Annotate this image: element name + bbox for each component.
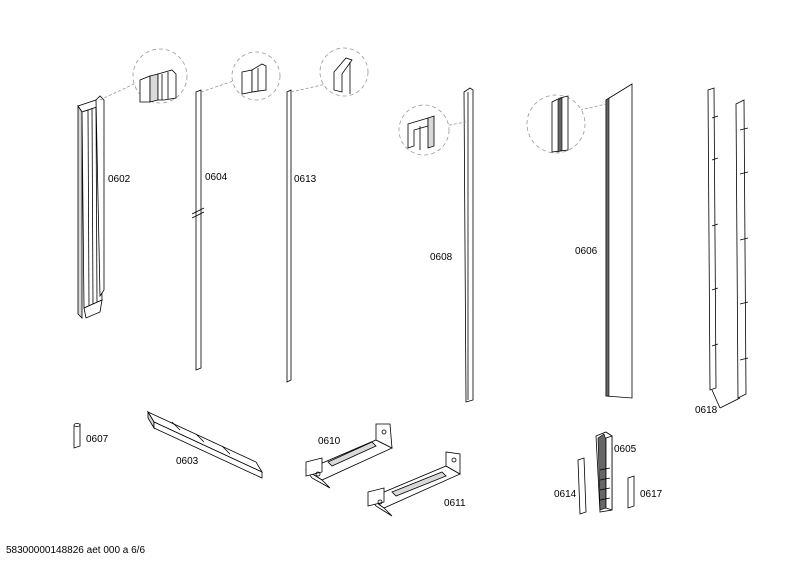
label-0606: 0606 xyxy=(575,246,598,257)
label-0617: 0617 xyxy=(640,489,663,500)
label-0618: 0618 xyxy=(695,405,718,416)
label-0603: 0603 xyxy=(176,456,199,467)
document-id-footer: 58300000148826 aet 000 a 6/6 xyxy=(6,545,145,556)
label-0604: 0604 xyxy=(205,172,228,183)
detail-callout-0613 xyxy=(290,47,369,97)
detail-callout-0606 xyxy=(526,94,607,154)
part-0613-drawing xyxy=(286,89,292,383)
part-0605-drawing xyxy=(595,431,613,513)
label-0608: 0608 xyxy=(430,252,453,263)
part-0608-drawing xyxy=(463,87,474,403)
detail-callout-0604 xyxy=(200,51,281,101)
label-0605: 0605 xyxy=(614,444,637,455)
detail-callout-0602 xyxy=(99,48,188,104)
detail-callout-0608 xyxy=(398,104,467,156)
part-0610-drawing xyxy=(305,423,393,489)
label-0607: 0607 xyxy=(86,434,109,445)
part-0602-drawing xyxy=(77,95,105,319)
part-0607-drawing xyxy=(73,423,81,449)
label-0611: 0611 xyxy=(444,498,466,509)
part-0611-drawing xyxy=(367,451,461,517)
label-0610: 0610 xyxy=(318,436,341,447)
part-0604-drawing xyxy=(191,89,205,371)
part-0606-drawing xyxy=(605,83,633,399)
part-0603-drawing xyxy=(146,410,264,479)
label-0602: 0602 xyxy=(108,174,131,185)
part-0617-drawing xyxy=(627,475,635,509)
label-0613: 0613 xyxy=(294,174,317,185)
label-0614: 0614 xyxy=(554,489,577,500)
part-0614-drawing xyxy=(577,457,587,515)
part-0618-drawing xyxy=(707,87,749,409)
